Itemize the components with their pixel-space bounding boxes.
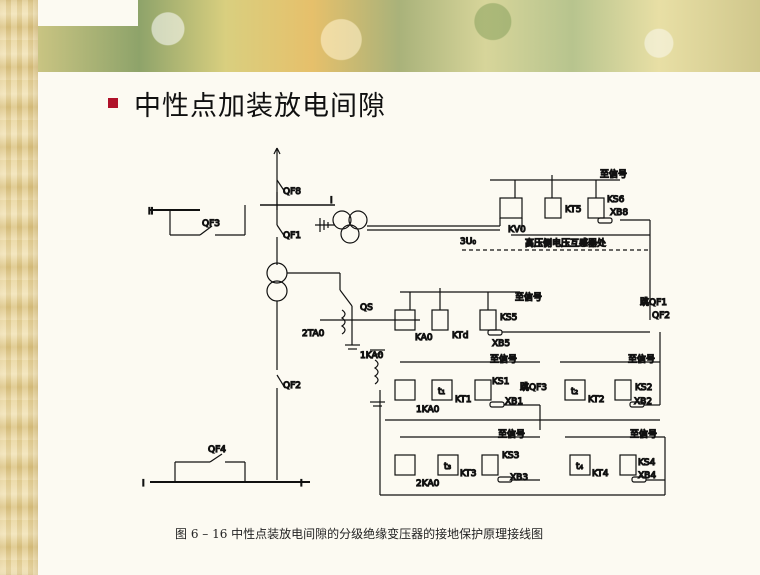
- label-xb4: XB4: [638, 471, 656, 481]
- label-ks4: KS4: [638, 458, 656, 468]
- label-ks5: KS5: [500, 313, 517, 323]
- label-trip-qf2: QF2: [652, 311, 670, 321]
- label-kv0: KV0: [508, 225, 526, 235]
- label-ks3: KS3: [502, 451, 519, 461]
- label-ks2: KS2: [635, 383, 652, 393]
- label-trip-qf3: 跳QF3: [520, 381, 547, 393]
- wiring-diagram: II I I QF8 QF1 QF3 QF2 QF4 I QS 2TA0 1KA…: [141, 147, 671, 496]
- label-sig6: 至信号: [630, 428, 657, 440]
- label-sig2: 至信号: [515, 291, 542, 303]
- label-xb2: XB2: [634, 397, 652, 407]
- slide-title: 中性点加装放电间隙: [134, 91, 386, 122]
- banner-corner: [38, 0, 138, 26]
- label-kt5: KT5: [565, 205, 581, 215]
- label-t1: t₁: [438, 387, 446, 397]
- label-xb1: XB1: [505, 397, 523, 407]
- label-uo: 3U₀: [460, 237, 476, 247]
- label-qf4: QF4: [208, 445, 226, 455]
- label-xb8: XB8: [610, 208, 628, 218]
- label-sig5: 至信号: [498, 428, 525, 440]
- label-ka0-2: 1KA0: [416, 405, 440, 415]
- label-t4: t₄: [576, 462, 584, 472]
- label-xb5: XB5: [492, 339, 510, 349]
- label-kt2: KT2: [588, 395, 604, 405]
- label-bus1-left: I: [142, 479, 145, 489]
- label-qf2: QF2: [283, 381, 301, 391]
- label-kt4: KT4: [592, 469, 609, 479]
- label-pt: 高压侧电压互感器处: [525, 237, 606, 249]
- label-xb3: XB3: [510, 473, 528, 483]
- label-ka0-1: KA0: [415, 333, 433, 343]
- label-trip-qf1: 跳QF1: [640, 296, 667, 308]
- label-ta: 2TA0: [302, 329, 325, 339]
- label-ks6: KS6: [607, 195, 625, 205]
- label-bus1-right: I: [300, 479, 303, 489]
- label-ktd: KTd: [452, 331, 468, 341]
- label-sig4: 至信号: [628, 353, 655, 365]
- label-sig3: 至信号: [490, 353, 517, 365]
- label-qf8: QF8: [283, 187, 301, 197]
- figure-caption: 图 6 – 16 中性点装放电间隙的分级绝缘变压器的接地保护原理接线图: [175, 527, 544, 541]
- label-kt3: KT3: [460, 469, 476, 479]
- label-qs: QS: [360, 303, 373, 313]
- label-qf3: QF3: [202, 219, 220, 229]
- decorative-wood-strip: [0, 0, 38, 575]
- label-t2: t₂: [571, 387, 579, 397]
- label-ka: 1KA0: [360, 351, 384, 361]
- label-bus2: II: [148, 207, 153, 217]
- label-sig1: 至信号: [600, 168, 627, 180]
- label-ks1: KS1: [492, 377, 509, 387]
- label-t3: t₃: [444, 462, 452, 472]
- title-bullet-icon: [108, 98, 118, 108]
- label-bus-top: I: [330, 196, 333, 206]
- label-qf1: QF1: [283, 231, 301, 241]
- label-kt1: KT1: [455, 395, 471, 405]
- decorative-banner: [38, 0, 760, 72]
- label-ka0-3: 2KA0: [416, 479, 440, 489]
